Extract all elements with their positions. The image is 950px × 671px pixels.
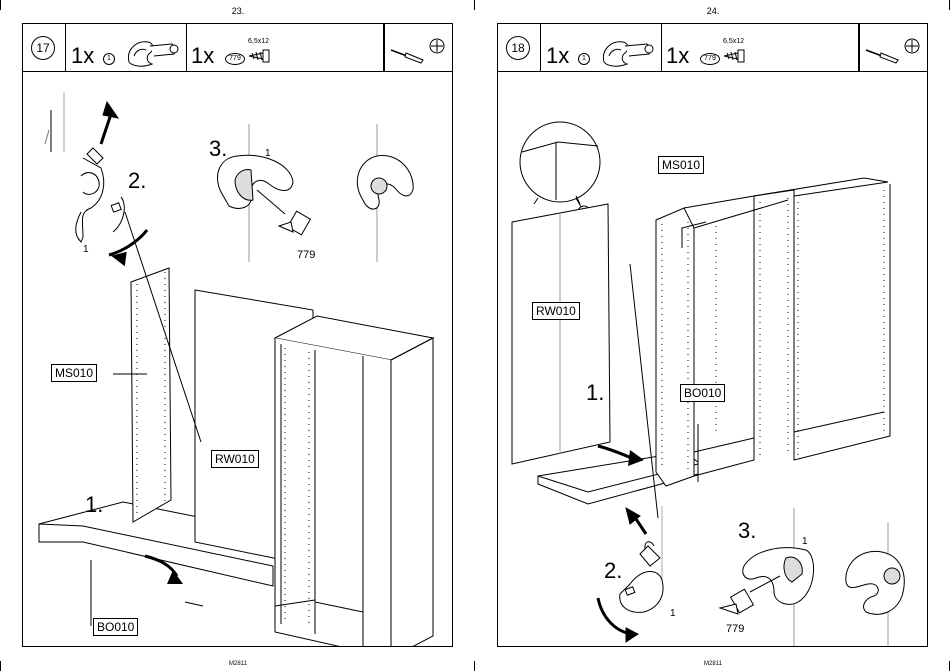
phillips-head-icon [428, 37, 446, 55]
step-header: 18 1x 1 1x 779 6,5x12 [498, 24, 927, 72]
step-number: 17 [31, 36, 55, 60]
part-label-ms: MS010 [658, 156, 704, 174]
instruction-frame: 18 1x 1 1x 779 6,5x12 [497, 23, 928, 647]
part-label-rw: RW010 [532, 302, 580, 320]
page-footer: M2811 [218, 661, 258, 667]
part-quantity: 1x [666, 43, 689, 69]
part-code: 779 [225, 53, 245, 65]
callout-label: 3. [738, 518, 756, 543]
assembly-drawing: 2. 1 3. 1 779 [498, 72, 927, 646]
step-cell: 17 [23, 24, 66, 71]
part-code: 1 [578, 53, 590, 65]
bracket-icon [124, 36, 184, 68]
phillips-head-icon [903, 37, 921, 55]
part-cell-1: 1x 1 [541, 24, 662, 71]
part-cell-2: 1x 779 6,5x12 [662, 24, 859, 71]
screw-code-label: 779 [726, 623, 744, 635]
page-footer: M2811 [693, 661, 733, 667]
callout-label: 1 [83, 244, 89, 255]
callout-label: 1. [586, 380, 604, 406]
part-label-ms: MS010 [51, 364, 97, 382]
assembly-drawing: 2. 1 3. 1 779 [23, 72, 452, 646]
screwdriver-icon [864, 44, 902, 64]
screw-icon [722, 48, 748, 64]
callout-label: 1. [85, 492, 103, 518]
part-label-bo: BO010 [680, 384, 725, 402]
screw-dimension: 6,5x12 [248, 38, 269, 45]
part-quantity: 1x [71, 43, 94, 69]
part-cell-2: 1x 779 6,5x12 [187, 24, 384, 71]
callout-label: 1 [670, 608, 676, 619]
part-code: 779 [700, 53, 720, 65]
part-label-bo: BO010 [93, 618, 138, 636]
instruction-frame: 17 1x 1 1x 779 6,5x12 [22, 23, 453, 647]
crop-mark [0, 661, 1, 671]
screw-fixing-detail [218, 124, 414, 262]
step-cell: 18 [498, 24, 541, 71]
page-number: 24. [693, 6, 733, 16]
part-quantity: 1x [546, 43, 569, 69]
callout-label: 2. [128, 168, 146, 193]
left-page: 23. 17 1x 1 1x 779 6,5x12 [0, 0, 475, 671]
wardrobe-scene [512, 122, 890, 518]
step-number: 18 [506, 36, 530, 60]
part-cell-1: 1x 1 [66, 24, 187, 71]
screw-code-label: 779 [297, 249, 315, 261]
callout-label: 3. [209, 136, 227, 161]
bracket-icon [599, 36, 659, 68]
screw-icon [247, 48, 273, 64]
screw-dimension: 6,5x12 [723, 38, 744, 45]
wardrobe-scene [39, 212, 433, 646]
crop-mark [0, 0, 1, 10]
callout-label: 1 [802, 536, 808, 547]
callout-label: 1 [265, 148, 271, 159]
tool-cell [384, 24, 453, 71]
tool-cell [859, 24, 928, 71]
assembly-illustration: 2. 1 3. 1 779 [23, 72, 452, 646]
part-label-rw: RW010 [211, 450, 259, 468]
callout-label: 2. [604, 558, 622, 583]
screwdriver-icon [389, 44, 427, 64]
right-page: 24. 18 1x 1 1x 779 6,5x12 [475, 0, 950, 671]
assembly-illustration: 2. 1 3. 1 779 MS010 R [498, 72, 927, 646]
part-code: 1 [103, 53, 115, 65]
step-header: 17 1x 1 1x 779 6,5x12 [23, 24, 452, 72]
part-quantity: 1x [191, 43, 214, 69]
page-number: 23. [218, 6, 258, 16]
